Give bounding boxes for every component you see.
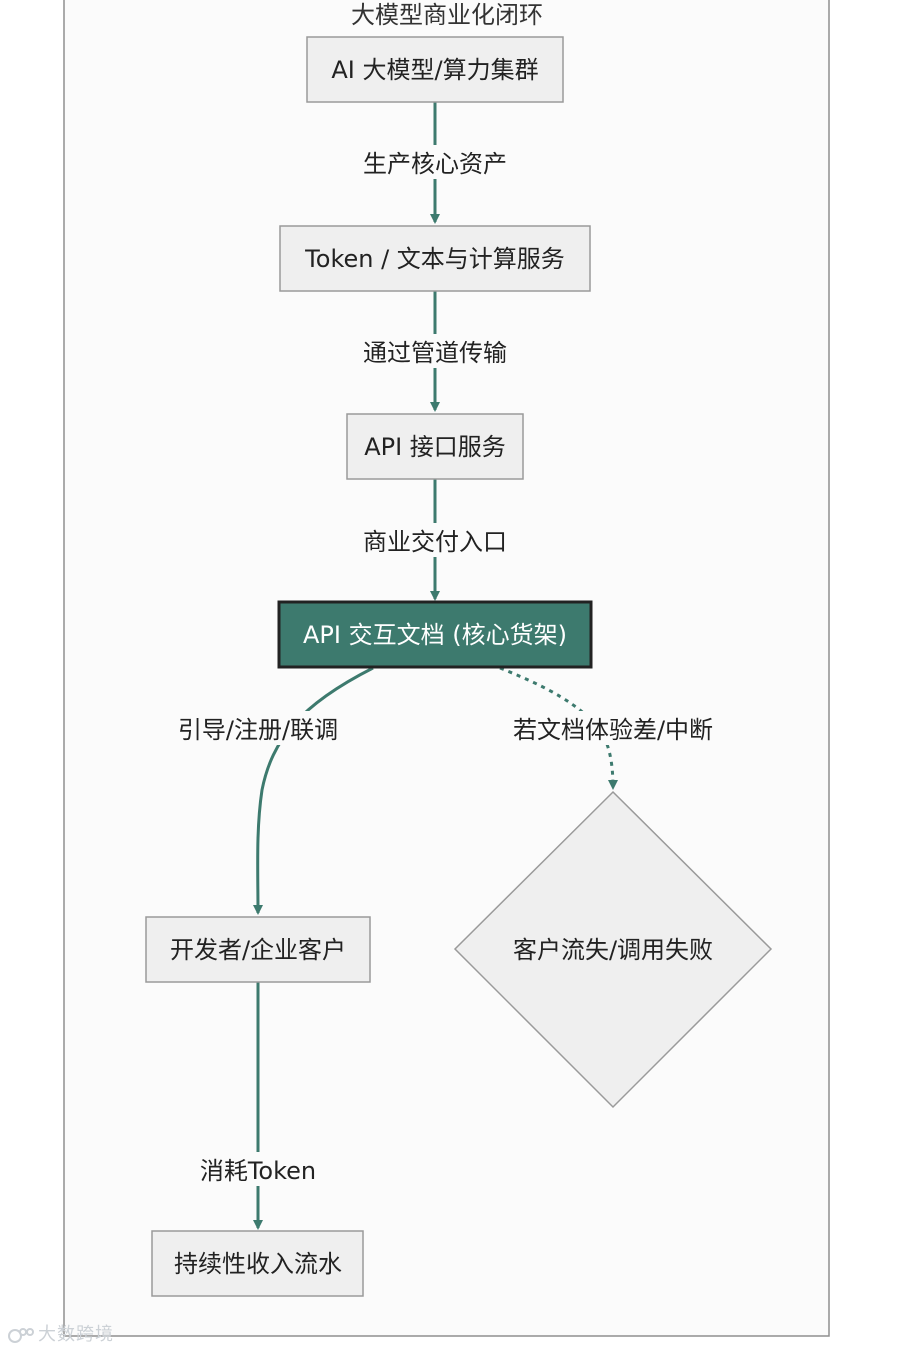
node-cluster: AI 大模型/算力集群	[306, 36, 564, 103]
edge-docs-to-customer	[252, 666, 374, 915]
node-cluster-label: AI 大模型/算力集群	[331, 56, 538, 84]
watermark-logo-icon	[8, 1328, 34, 1343]
node-revenue: 持续性收入流水	[151, 1230, 364, 1297]
diagram-title: 大模型商业化闭环	[351, 1, 543, 29]
node-token-label: Token / 文本与计算服务	[304, 245, 565, 273]
node-api-label: API 接口服务	[364, 433, 506, 461]
edge-label-delivery-entry: 商业交付入口	[363, 528, 507, 556]
watermark-text: 大数跨境	[38, 1324, 114, 1345]
edge-docs-to-loss	[499, 666, 618, 790]
node-loss-label: 客户流失/调用失败	[513, 936, 713, 964]
node-api: API 接口服务	[346, 413, 524, 480]
watermark: 大数跨境	[8, 1320, 114, 1346]
edge-label-guide-register: 引导/注册/联调	[178, 716, 338, 744]
edge-label-pipeline: 通过管道传输	[363, 339, 507, 367]
edge-label-bad-docs: 若文档体验差/中断	[513, 716, 713, 744]
node-loss-decision: 客户流失/调用失败	[453, 790, 773, 1109]
node-customer: 开发者/企业客户	[145, 916, 371, 983]
edge-label-produce-assets: 生产核心资产	[363, 150, 507, 178]
node-revenue-label: 持续性收入流水	[174, 1250, 342, 1278]
node-docs-label: API 交互文档 (核心货架)	[303, 621, 567, 649]
node-customer-label: 开发者/企业客户	[170, 936, 346, 964]
edge-label-consume-token: 消耗Token	[200, 1157, 316, 1185]
node-token: Token / 文本与计算服务	[279, 225, 591, 292]
node-docs-highlight: API 交互文档 (核心货架)	[277, 600, 593, 669]
